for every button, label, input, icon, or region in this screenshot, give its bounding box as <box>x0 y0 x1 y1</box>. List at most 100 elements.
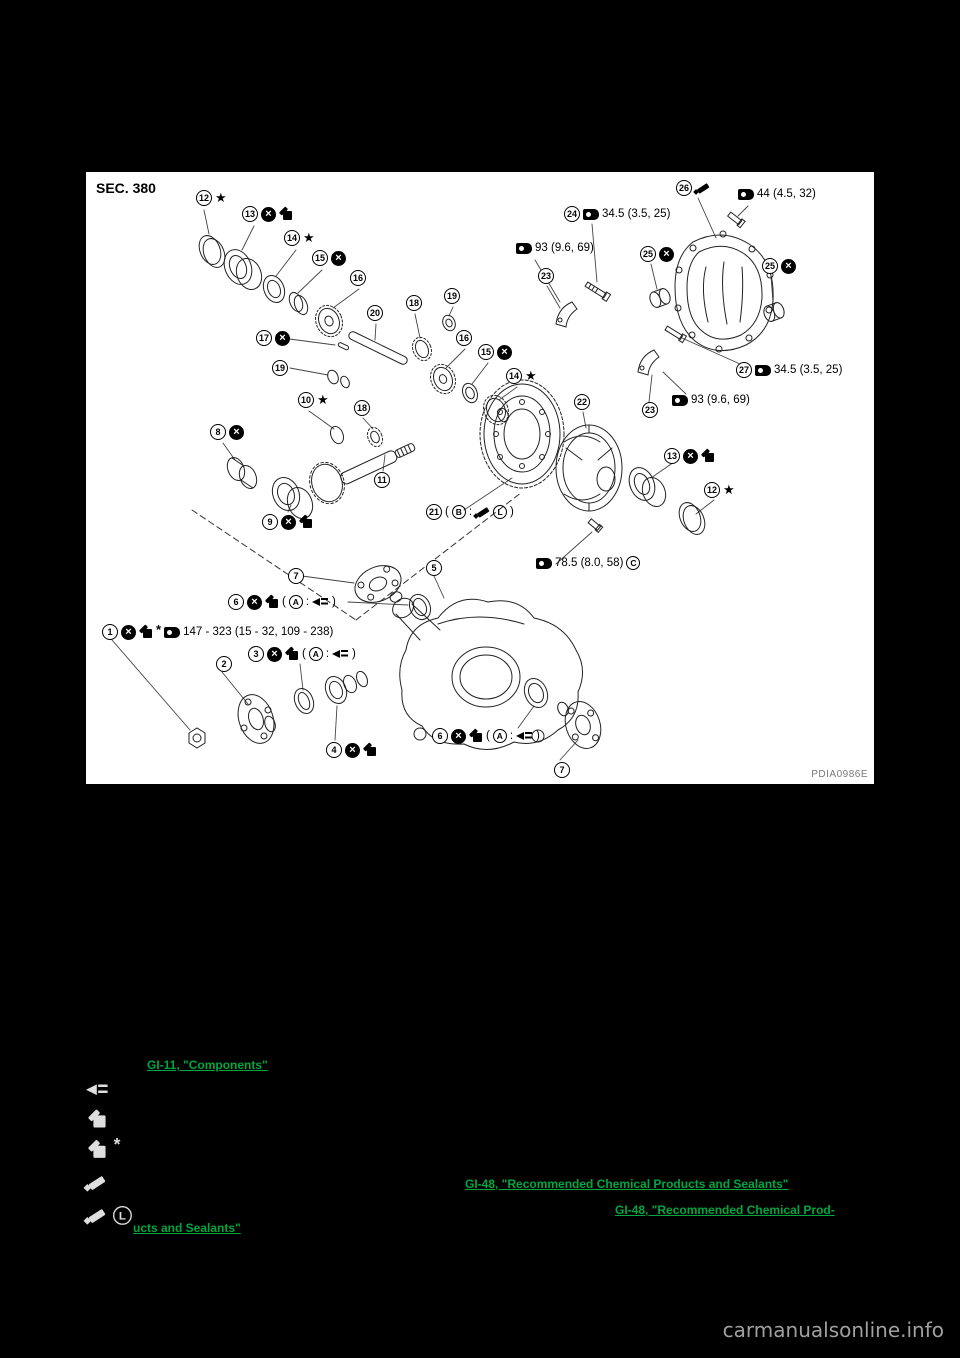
non-reusable-icon: × <box>659 246 674 262</box>
pen-icon <box>86 1206 106 1225</box>
part-number-callout: 3 <box>248 646 264 662</box>
diagram-annotation: 78.5 (8.0, 58)C <box>536 556 641 570</box>
grease-icon <box>516 731 533 742</box>
non-reusable-icon: × <box>261 206 276 222</box>
diagram-annotation: 93 (9.6, 69) <box>516 242 594 254</box>
non-reusable-icon: × <box>683 448 698 464</box>
non-reusable-icon: × <box>281 514 296 530</box>
part-number-callout: 22 <box>574 394 590 410</box>
part-number-callout: 18 <box>406 295 422 311</box>
annotation-text: 44 (4.5, 32) <box>757 188 816 200</box>
annotation-text: 93 (9.6, 69) <box>535 242 594 254</box>
part-number-callout: 15 <box>312 250 328 266</box>
diagram-annotation: 27 34.5 (3.5, 25) <box>736 362 842 378</box>
part-number-callout: 18 <box>354 400 370 416</box>
diagram-annotation: 16 <box>350 270 366 286</box>
part-number-callout: 1 <box>102 624 118 640</box>
part-number-callout: 24 <box>564 206 580 222</box>
diagram-annotation: 1×*147 - 323 (15 - 32, 109 - 238) <box>102 623 333 640</box>
annotation-text: 93 (9.6, 69) <box>691 394 750 406</box>
part-number-callout: 20 <box>367 305 383 321</box>
diagram-annotation: 2 <box>216 656 232 672</box>
annotation-text: ( <box>282 596 286 608</box>
reference-letter: A <box>288 595 303 609</box>
seal-icon <box>88 1110 107 1129</box>
reference-letter: B <box>451 505 466 519</box>
part-number-callout: 7 <box>288 568 304 584</box>
manual-reference-link[interactable]: ucts and Sealants" <box>133 1221 241 1235</box>
manual-reference-link[interactable]: GI-11, "Components" <box>147 1058 268 1072</box>
non-reusable-icon: × <box>345 742 360 758</box>
part-number-callout: 9 <box>262 514 278 530</box>
part-number-callout: 13 <box>664 448 680 464</box>
manual-reference-link[interactable]: GI-48, "Recommended Chemical Products an… <box>465 1177 789 1191</box>
sealant-icon <box>285 647 299 661</box>
part-number-callout: 27 <box>736 362 752 378</box>
part-number-callout: 12 <box>704 482 720 498</box>
manual-reference-link[interactable]: GI-48, "Recommended Chemical Prod- <box>615 1203 835 1217</box>
part-number-callout: 11 <box>374 472 390 488</box>
annotation-text: ( <box>302 648 306 660</box>
part-number-callout: 6 <box>228 594 244 610</box>
diagram-annotation: 23 <box>538 268 554 284</box>
torque-wrench-icon <box>583 208 599 220</box>
diagram-annotation: 4× <box>326 742 377 758</box>
diagram-annotation: 25× <box>640 246 674 262</box>
new-part-star-icon: ★ <box>723 482 735 498</box>
torque-wrench-icon <box>536 557 552 569</box>
annotation-text: ) <box>352 648 356 660</box>
diagram-annotation: 22 <box>574 394 590 410</box>
non-reusable-icon: × <box>247 594 262 610</box>
annotation-text: ) <box>510 506 514 518</box>
reference-letter: A <box>492 729 507 743</box>
part-number-callout: 5 <box>426 560 442 576</box>
reference-letter: A <box>308 647 323 661</box>
non-reusable-icon: × <box>121 624 136 640</box>
legend-symbol-seal: * <box>88 1134 120 1159</box>
diagram-annotation: 14★ <box>506 368 537 384</box>
part-number-callout: 17 <box>256 330 272 346</box>
reference-letter: L <box>493 505 508 519</box>
diagram-annotation: 13× <box>242 206 293 222</box>
diagram-annotation: 6×(A:) <box>228 594 336 610</box>
new-part-star-icon: ★ <box>317 392 329 408</box>
grease-icon <box>332 649 349 660</box>
diagram-annotation: 20 <box>367 305 383 321</box>
non-reusable-icon: × <box>267 646 282 662</box>
part-number-callout: 10 <box>298 392 314 408</box>
annotation-text: 34.5 (3.5, 25) <box>774 364 843 376</box>
part-number-callout: 16 <box>350 270 366 286</box>
legend-symbol-grease <box>86 1083 109 1098</box>
annotation-text: : <box>325 648 330 660</box>
grease-icon <box>86 1083 109 1098</box>
sealant-icon <box>279 207 293 221</box>
diagram-annotation: 19 <box>272 360 288 376</box>
non-reusable-icon: × <box>331 250 346 266</box>
part-number-callout: 16 <box>456 330 472 346</box>
annotation-text: ) <box>332 596 336 608</box>
sealant-icon <box>701 449 715 463</box>
diagram-annotation: 15× <box>312 250 346 266</box>
sealant-icon <box>139 625 153 639</box>
diagram-annotation: 21(B:L) <box>426 504 514 520</box>
exploded-view-artwork <box>111 197 785 761</box>
grease-icon <box>312 597 329 608</box>
diagram-annotation: 8× <box>210 424 244 440</box>
part-number-callout: 25 <box>762 258 778 274</box>
watermark-link[interactable]: carmanualsonline.info <box>722 1318 944 1342</box>
diagram-annotation: 93 (9.6, 69) <box>672 394 750 406</box>
diagram-annotation: 3× (A:) <box>248 646 356 662</box>
diagram-annotation: 14★ <box>284 230 315 246</box>
diagram-annotation: 5 <box>426 560 442 576</box>
asterisk-mark: * <box>113 1133 121 1154</box>
diagram-annotation: 13× <box>664 448 715 464</box>
non-reusable-icon: × <box>275 330 290 346</box>
part-number-callout: 19 <box>272 360 288 376</box>
diagram-annotation: 19 <box>444 288 460 304</box>
part-number-callout: 23 <box>642 402 658 418</box>
sealant-icon <box>299 515 313 529</box>
new-part-star-icon: ★ <box>215 190 227 206</box>
non-reusable-icon: × <box>229 424 244 440</box>
